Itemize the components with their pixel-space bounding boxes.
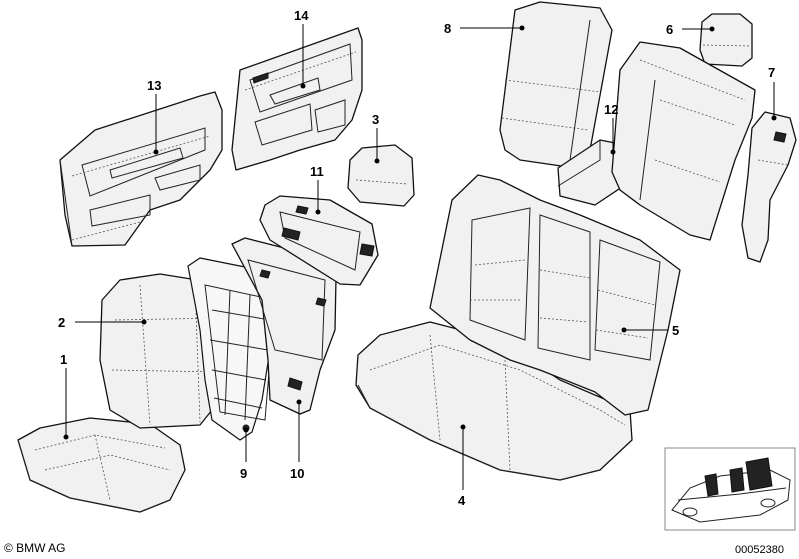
part-11-upper-panel[interactable] — [259, 195, 379, 286]
callout-4: 4 — [458, 424, 466, 508]
svg-text:3: 3 — [372, 112, 379, 127]
svg-text:6: 6 — [666, 22, 673, 37]
callout-1: 1 — [60, 352, 69, 440]
part-14-rear-door-trim[interactable] — [231, 27, 363, 171]
part-rear-backrest-right-section[interactable] — [611, 41, 756, 241]
callout-5: 5 — [621, 323, 679, 338]
svg-text:2: 2 — [58, 315, 65, 330]
svg-text:1: 1 — [60, 352, 67, 367]
diagram-number: 00052380 — [735, 544, 784, 556]
callout-12: 12 — [604, 102, 618, 155]
callout-6: 6 — [666, 22, 715, 37]
vehicle-location-inset — [664, 447, 796, 531]
svg-text:14: 14 — [294, 8, 309, 23]
svg-text:11: 11 — [310, 164, 324, 179]
part-10-backrest-panel[interactable] — [231, 237, 337, 415]
part-1-seat-cushion[interactable] — [17, 417, 186, 513]
part-7-side-bolster[interactable] — [741, 111, 797, 263]
callout-8: 8 — [444, 21, 525, 36]
svg-text:9: 9 — [240, 466, 247, 481]
svg-text:13: 13 — [147, 78, 161, 93]
callout-3: 3 — [372, 112, 380, 164]
callout-9: 9 — [240, 427, 249, 481]
copyright-text: © BMW AG — [4, 541, 66, 555]
callout-13: 13 — [147, 78, 161, 155]
callout-14: 14 — [294, 8, 309, 89]
part-6-rear-headrest[interactable] — [699, 13, 753, 67]
callout-11: 11 — [310, 164, 324, 215]
svg-text:12: 12 — [604, 102, 618, 117]
callout-10: 10 — [290, 399, 304, 481]
callout-2: 2 — [58, 315, 147, 330]
svg-text:4: 4 — [458, 493, 466, 508]
part-13-front-door-trim[interactable] — [59, 91, 223, 247]
svg-text:8: 8 — [444, 21, 451, 36]
svg-text:5: 5 — [672, 323, 679, 338]
part-3-headrest[interactable] — [347, 144, 415, 207]
part-4-rear-seat-cushion[interactable] — [355, 321, 633, 481]
svg-text:7: 7 — [768, 65, 775, 80]
callout-7: 7 — [768, 65, 777, 121]
part-8-backrest-upholstery[interactable] — [499, 1, 613, 169]
svg-text:10: 10 — [290, 466, 304, 481]
part-5-rear-backrest[interactable] — [429, 174, 681, 416]
